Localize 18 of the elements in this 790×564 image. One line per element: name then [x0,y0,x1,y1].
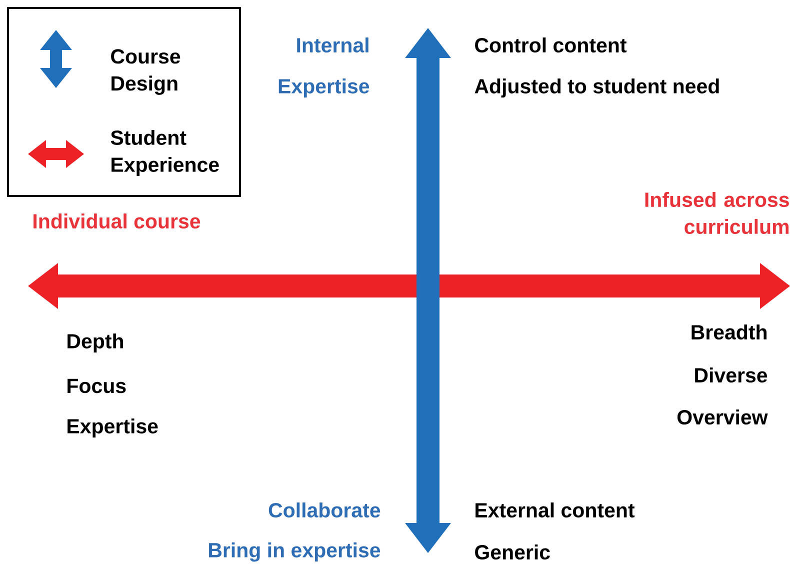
axis-label: Adjusted to student need [474,78,719,98]
legend-text: Course Design [111,49,180,95]
axis-label: Generic [475,544,550,560]
axis-label: Collaborate [268,502,380,518]
axis-label: Expertise [68,418,158,438]
axis-label: Breadth [692,324,767,340]
legend-text: Student Experience [110,130,219,176]
axis-label: Overview [677,409,768,425]
axis-label: Individual course [34,213,200,229]
axis-label: Bring in expertise [209,542,380,562]
axis-label: Control content [475,37,627,53]
axis-label: External content [476,502,635,518]
axis-label: Focus [68,378,126,394]
axis-label: Expertise [278,78,370,98]
axis-label: Internal [297,37,368,53]
axis-label: Depth [68,333,123,353]
axis-label: Infused across curriculum [645,192,789,234]
axis-label: Diverse [695,367,768,383]
